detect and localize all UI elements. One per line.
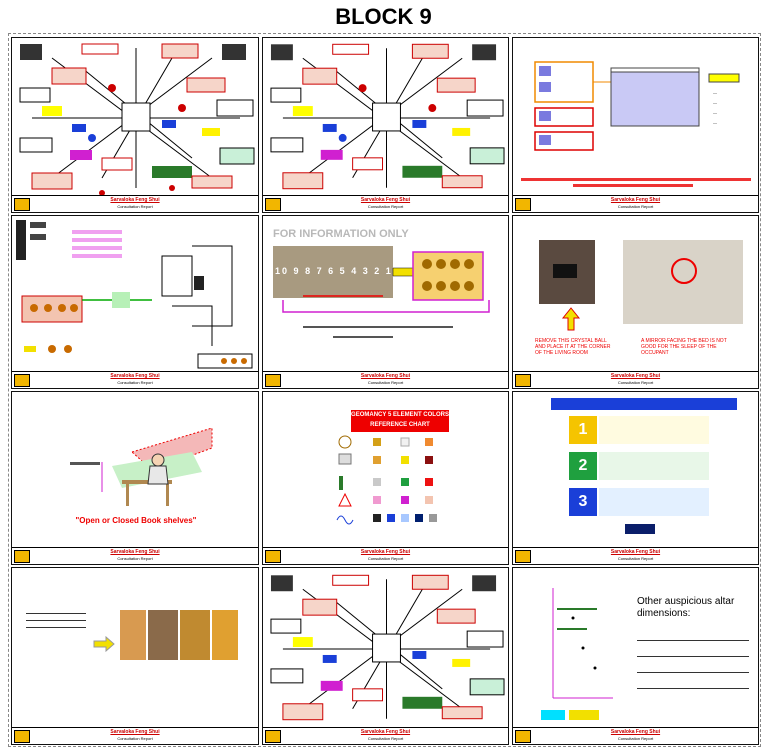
page-thumbnail-7[interactable]: "Open or Closed Book shelves" Sarvaloka … xyxy=(11,391,259,565)
step-2-panel xyxy=(599,452,709,480)
logo-icon xyxy=(265,550,281,563)
logo-icon xyxy=(515,198,531,211)
tv-unit-icon xyxy=(553,264,577,278)
logo-icon xyxy=(265,730,281,743)
logo-icon xyxy=(515,374,531,387)
step-1-panel xyxy=(599,416,709,444)
step-3-badge: 3 xyxy=(569,488,597,516)
svg-text:—: — xyxy=(713,90,717,95)
floor-plan-diagram xyxy=(16,220,253,369)
floor-plan-diagram xyxy=(270,574,505,721)
mirror-highlight-icon xyxy=(671,258,697,284)
svg-text:—: — xyxy=(713,100,717,105)
logo-icon xyxy=(14,550,30,563)
arrow-right-icon xyxy=(93,636,115,652)
logo-icon xyxy=(14,730,30,743)
altar-dimension-diagram xyxy=(541,588,613,720)
page-thumbnail-6[interactable]: REMOVE THIS CRYSTAL BALL AND PLACE IT AT… xyxy=(512,215,759,389)
gourd-photo-4 xyxy=(212,610,238,660)
banner-text: FOR INFORMATION ONLY xyxy=(273,228,409,240)
logo-icon xyxy=(265,374,281,387)
caption-right: A MIRROR FACING THE BED IS NOT GOOD FOR … xyxy=(641,338,727,356)
logo-icon xyxy=(14,374,30,387)
step-2-badge: 2 xyxy=(569,452,597,480)
logo-icon xyxy=(515,550,531,563)
gourd-photo-3 xyxy=(180,610,210,660)
coin-photo xyxy=(273,246,393,298)
step-3-panel xyxy=(599,488,709,516)
logo-badge xyxy=(625,524,655,534)
logo-icon xyxy=(265,198,281,211)
svg-text:—: — xyxy=(713,120,717,125)
coin-diagram xyxy=(282,251,490,338)
section-heading: Other auspicious altar dimensions: xyxy=(637,596,735,619)
page-thumbnail-12[interactable]: Other auspicious altar dimensions: Sarva… xyxy=(512,567,759,745)
logo-icon xyxy=(14,198,30,211)
floor-plan-diagram xyxy=(270,43,505,190)
step-1-badge: 1 xyxy=(569,416,597,444)
logo-icon xyxy=(515,730,531,743)
floor-plan-diagram xyxy=(19,43,255,196)
gourd-photo-1 xyxy=(120,610,146,660)
text-block xyxy=(26,610,86,632)
arrow-up-icon xyxy=(561,307,581,331)
bookshelf-illustration xyxy=(70,427,213,506)
page-title: BLOCK 9 xyxy=(335,4,432,29)
gourd-photo-2 xyxy=(148,610,178,660)
svg-text:—: — xyxy=(713,110,717,115)
caption: "Open or Closed Book shelves" xyxy=(75,516,197,525)
layout-diagram: — — — — xyxy=(521,61,751,187)
coin-numbers: 10 9 8 7 6 5 4 3 2 1 xyxy=(275,266,393,276)
dimension-lines xyxy=(637,634,749,704)
color-reference-chart xyxy=(336,435,437,525)
caption-left: REMOVE THIS CRYSTAL BALL AND PLACE IT AT… xyxy=(535,338,611,356)
page-thumbnail-5[interactable]: FOR INFORMATION ONLY 10 9 8 7 6 5 4 3 2 … xyxy=(262,215,509,389)
header-bar xyxy=(551,398,737,410)
